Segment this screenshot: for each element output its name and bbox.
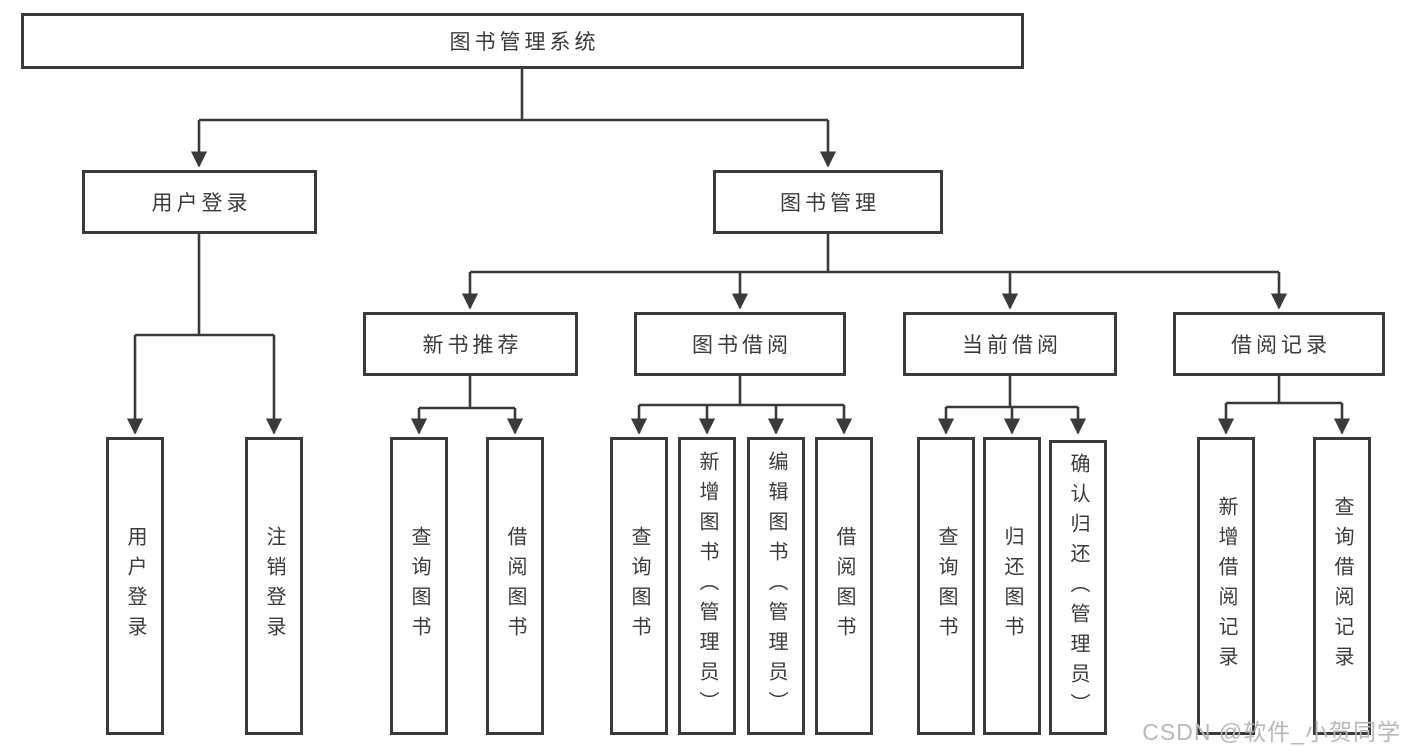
leaf-edit-books-admin: 编辑图书（管理员） bbox=[747, 437, 805, 735]
leaf-label: 归还图书 bbox=[1001, 526, 1023, 646]
node-library-management-system: 图书管理系统 bbox=[21, 13, 1024, 69]
leaf-label: 借阅图书 bbox=[833, 526, 855, 646]
leaf-logout: 注销登录 bbox=[245, 437, 303, 735]
leaf-add-books-admin: 新增图书（管理员） bbox=[678, 437, 736, 735]
leaf-borrow-books: 借阅图书 bbox=[486, 437, 544, 735]
leaf-label: 查询借阅记录 bbox=[1331, 496, 1353, 676]
csdn-watermark: CSDN @软件_小贺同学 bbox=[1142, 719, 1401, 745]
leaf-add-borrow-record: 新增借阅记录 bbox=[1197, 437, 1255, 735]
leaf-label: 查询图书 bbox=[935, 526, 957, 646]
node-label: 用户登录 bbox=[151, 192, 252, 215]
node-user-login: 用户登录 bbox=[82, 170, 317, 234]
node-current-borrow: 当前借阅 bbox=[903, 312, 1117, 376]
leaf-label: 确认归还（管理员） bbox=[1067, 452, 1089, 723]
node-label: 图书管理 bbox=[780, 192, 880, 215]
node-book-management: 图书管理 bbox=[713, 170, 943, 234]
leaf-query-books: 查询图书 bbox=[610, 437, 668, 735]
node-label: 当前借阅 bbox=[962, 334, 1062, 357]
node-label: 图书借阅 bbox=[692, 334, 792, 357]
node-label: 借阅记录 bbox=[1231, 334, 1331, 357]
node-label: 新书推荐 bbox=[422, 334, 523, 357]
node-new-book-recommend: 新书推荐 bbox=[363, 312, 578, 376]
node-label: 图书管理系统 bbox=[449, 31, 600, 54]
leaf-label: 新增图书（管理员） bbox=[696, 451, 718, 721]
leaf-label: 查询图书 bbox=[628, 526, 650, 646]
leaf-label: 编辑图书（管理员） bbox=[765, 451, 787, 721]
node-book-borrow: 图书借阅 bbox=[634, 312, 846, 376]
leaf-label: 用户登录 bbox=[124, 526, 146, 646]
leaf-query-borrow-record: 查询借阅记录 bbox=[1313, 437, 1371, 735]
leaf-return-books: 归还图书 bbox=[983, 437, 1041, 735]
leaf-label: 注销登录 bbox=[263, 526, 285, 646]
leaf-label: 借阅图书 bbox=[504, 526, 526, 646]
leaf-query-books: 查询图书 bbox=[917, 437, 975, 735]
node-borrow-record: 借阅记录 bbox=[1173, 312, 1385, 376]
leaf-label: 新增借阅记录 bbox=[1215, 496, 1237, 676]
leaf-user-login: 用户登录 bbox=[106, 437, 164, 735]
leaf-confirm-return-admin: 确认归还（管理员） bbox=[1049, 440, 1107, 735]
leaf-borrow-books: 借阅图书 bbox=[815, 437, 873, 735]
leaf-query-books: 查询图书 bbox=[390, 437, 448, 735]
leaf-label: 查询图书 bbox=[408, 526, 430, 646]
